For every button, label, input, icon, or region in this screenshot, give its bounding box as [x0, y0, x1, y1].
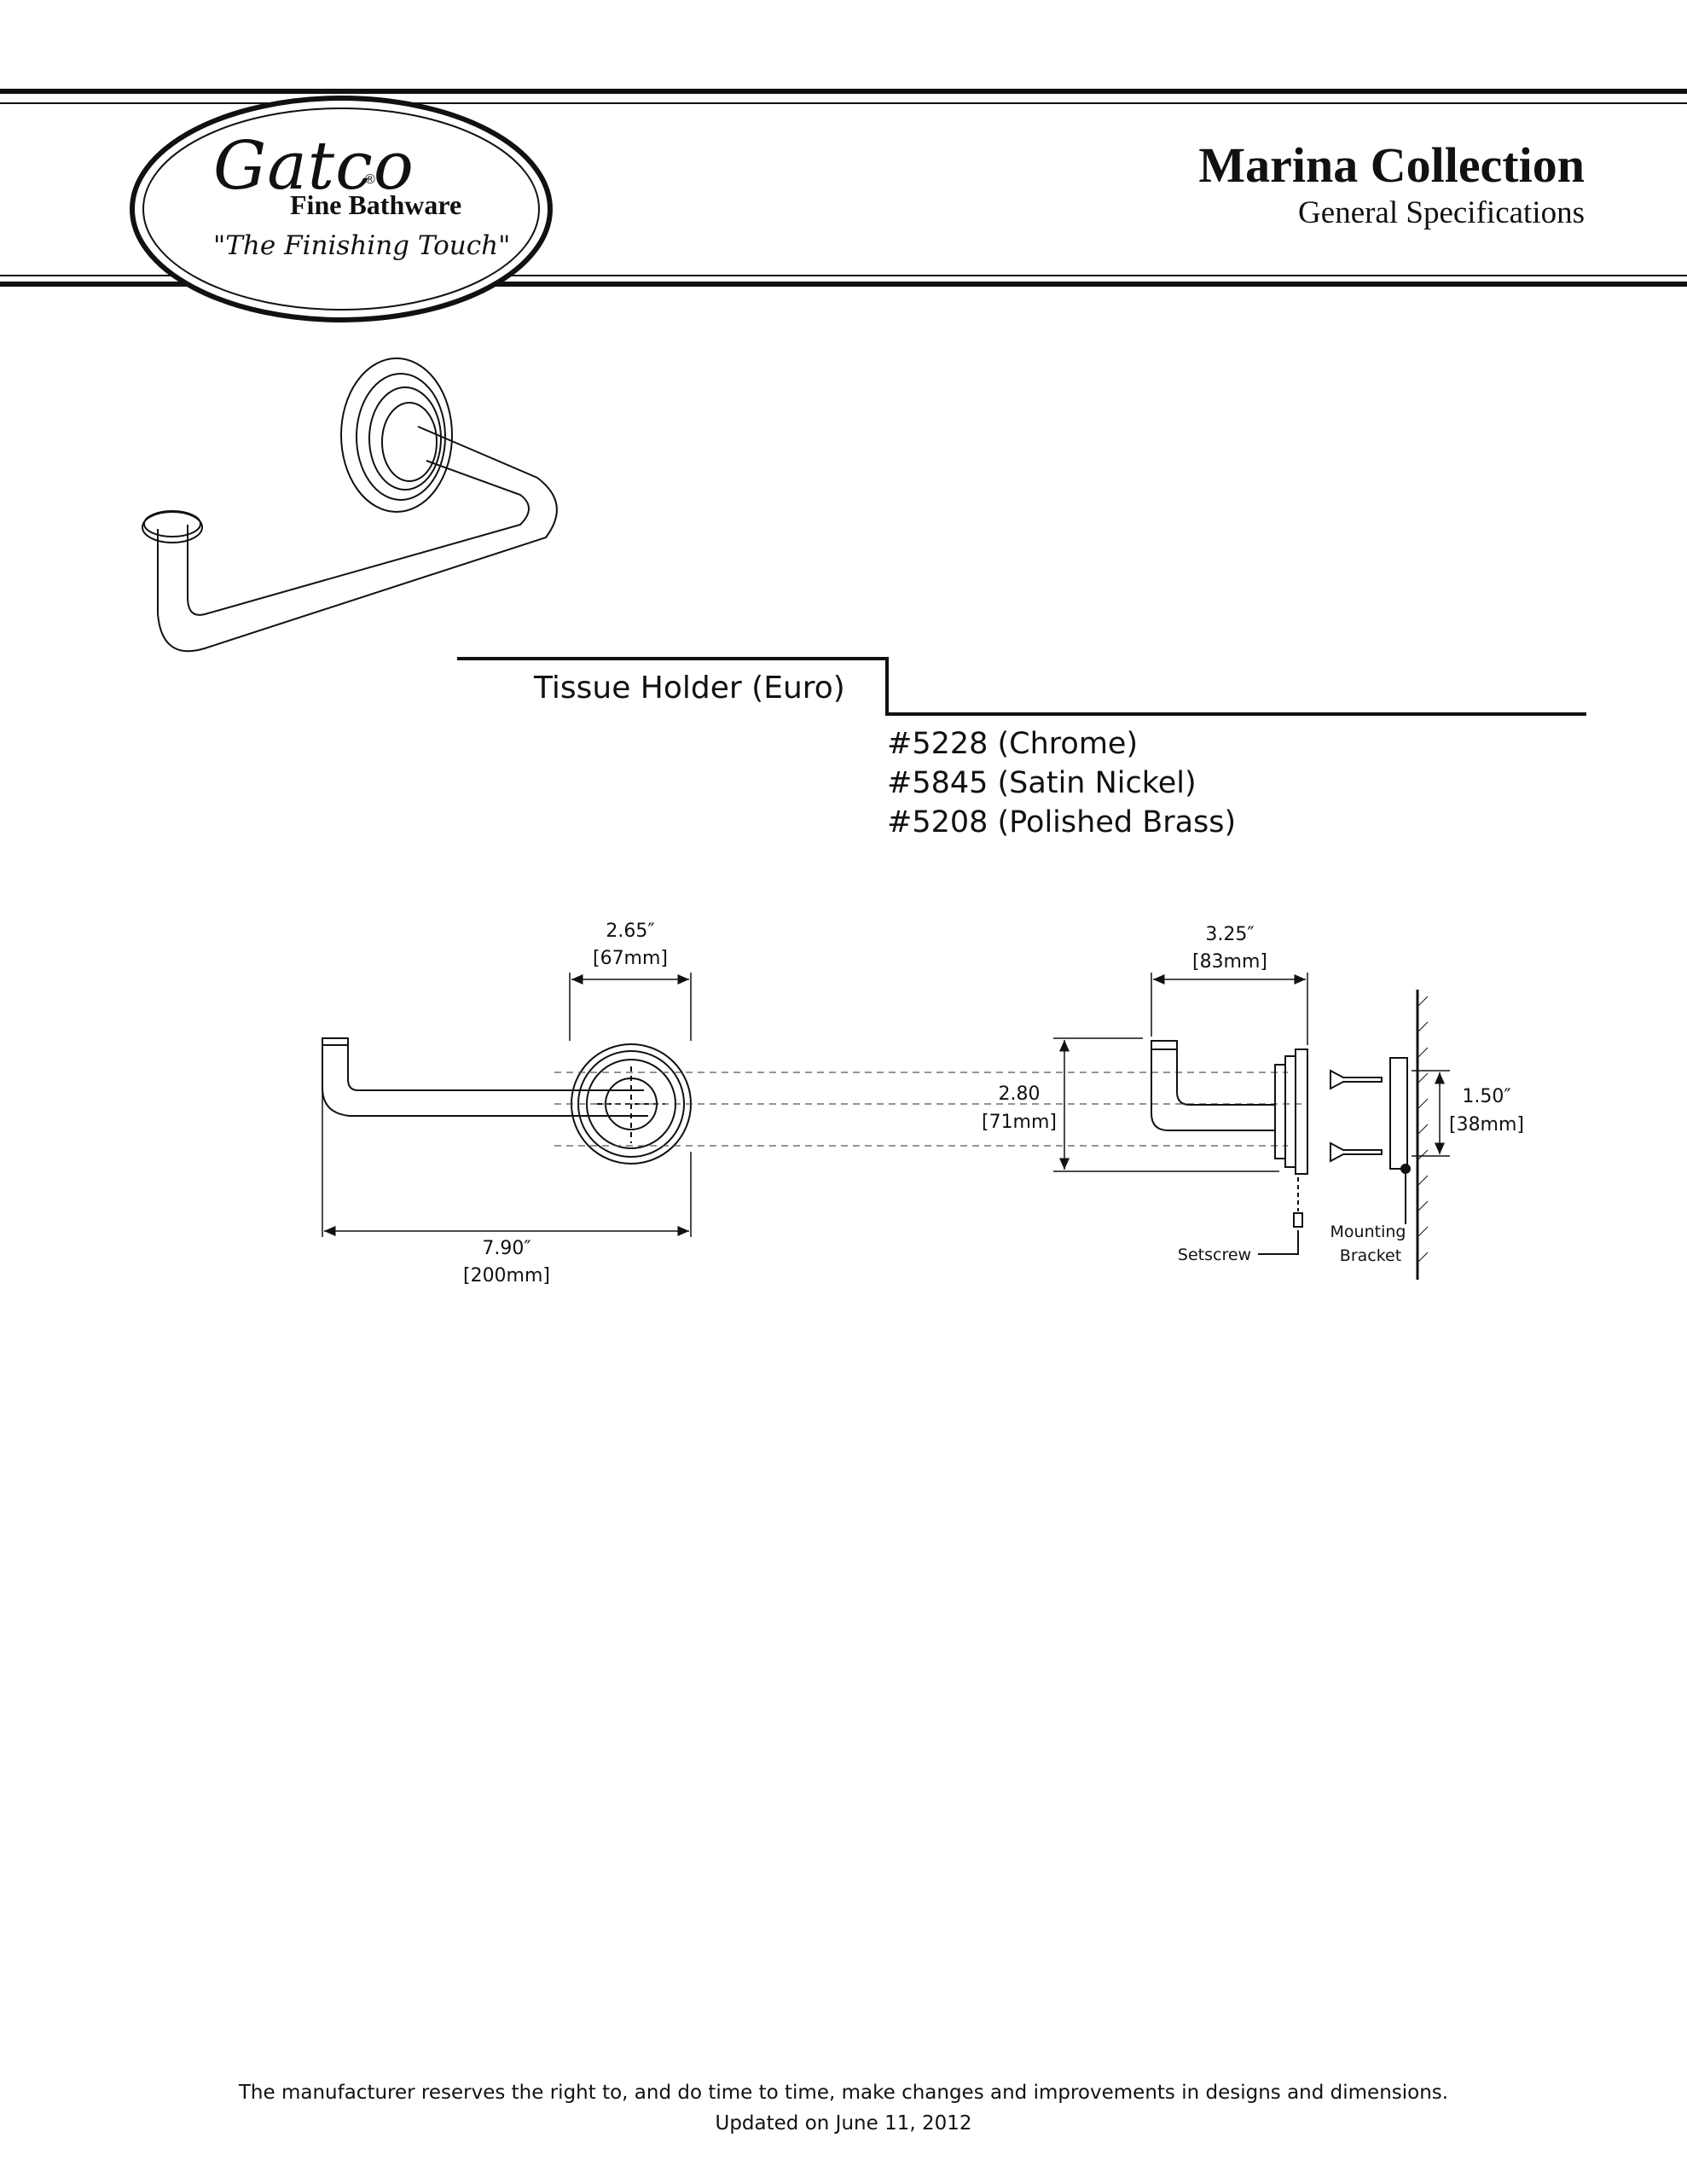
side-height-dim-in: 2.80 [999, 1083, 1041, 1105]
arm-inner [187, 460, 530, 616]
setscrew-callout [1258, 1177, 1303, 1255]
logo-tagline: "The Finishing Touch" [213, 230, 511, 261]
header-rule-bottom-thick [0, 282, 1687, 287]
registered-mark: ® [365, 172, 375, 187]
front-view [322, 1037, 692, 1165]
tissue-holder-illustration [142, 357, 558, 653]
setscrew-label: Setscrew [1178, 1246, 1251, 1264]
product-label-rule [457, 657, 1586, 716]
sku-polished-brass: #5208 (Polished Brass) [887, 805, 1237, 839]
header-rule-top-thick [0, 89, 1687, 94]
side-dimension-lines [1053, 973, 1450, 1172]
sku-satin-nickel: #5845 (Satin Nickel) [887, 766, 1197, 800]
backplate-ring-outer [340, 357, 453, 513]
footer-disclaimer: The manufacturer reserves the right to, … [238, 2082, 1449, 2104]
sku-chrome: #5228 (Chrome) [887, 727, 1139, 761]
bracket-dim-in: 1.50″ [1462, 1086, 1510, 1107]
page-title: Marina Collection [1198, 137, 1585, 193]
header-rule-top-thin [0, 102, 1687, 104]
front-dimension-lines [322, 973, 692, 1237]
brand-logo: Gatco ® Fine Bathware "The Finishing Tou… [128, 94, 554, 324]
product-name: Tissue Holder (Euro) [534, 671, 845, 706]
wall-hatching [1417, 996, 1429, 1263]
side-depth-dim-in: 3.25″ [1205, 924, 1254, 945]
mounting-label-line2: Bracket [1340, 1246, 1401, 1265]
logo-fine-bathware: Fine Bathware [290, 189, 462, 220]
front-length-dim-in: 7.90″ [482, 1238, 530, 1259]
arm-outer [157, 426, 558, 653]
mounting-bracket-callout [1400, 1164, 1411, 1224]
mounting-label-line1: Mounting [1330, 1223, 1406, 1241]
projection-lines [554, 1072, 1305, 1147]
logo-oval [130, 96, 553, 322]
side-depth-dim-mm: [83mm] [1192, 951, 1267, 973]
bracket-dim-mm: [38mm] [1449, 1114, 1524, 1136]
front-backplate-dim-in: 2.65″ [606, 921, 654, 942]
footer-updated-date: Updated on June 11, 2012 [715, 2112, 972, 2135]
front-backplate-dim-mm: [67mm] [593, 948, 668, 969]
end-cap [142, 511, 203, 543]
header-rule-bottom-thin [0, 275, 1687, 276]
side-height-dim-mm: [71mm] [982, 1112, 1057, 1133]
front-length-dim-mm: [200mm] [463, 1265, 550, 1287]
logo-script-wordmark: Gatco [213, 128, 415, 205]
technical-drawing: 2.65″ [67mm] 7.90″ [200mm] [322, 921, 1524, 1287]
page-subtitle: General Specifications [1298, 195, 1585, 230]
